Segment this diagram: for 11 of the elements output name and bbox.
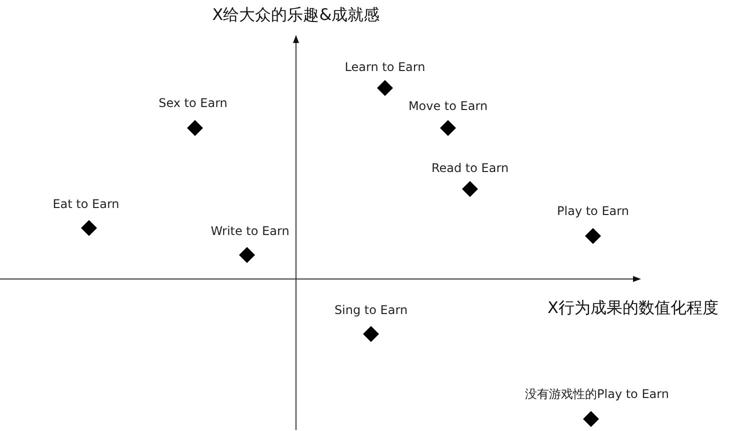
point-label: Eat to Earn: [52, 197, 120, 211]
point-label: Write to Earn: [210, 224, 290, 238]
point-label: Sing to Earn: [334, 303, 408, 317]
point-label: Play to Earn: [557, 204, 629, 218]
point-label: Sex to Earn: [158, 96, 228, 110]
point-label: Learn to Earn: [344, 60, 426, 74]
point-label: 没有游戏性的Play to Earn: [525, 387, 669, 401]
axis-title: X行为成果的数值化程度: [548, 298, 718, 318]
axis-title: X给大众的乐趣&成就感: [212, 5, 380, 25]
point-label: Read to Earn: [431, 161, 509, 175]
point-label: Move to Earn: [408, 99, 488, 113]
